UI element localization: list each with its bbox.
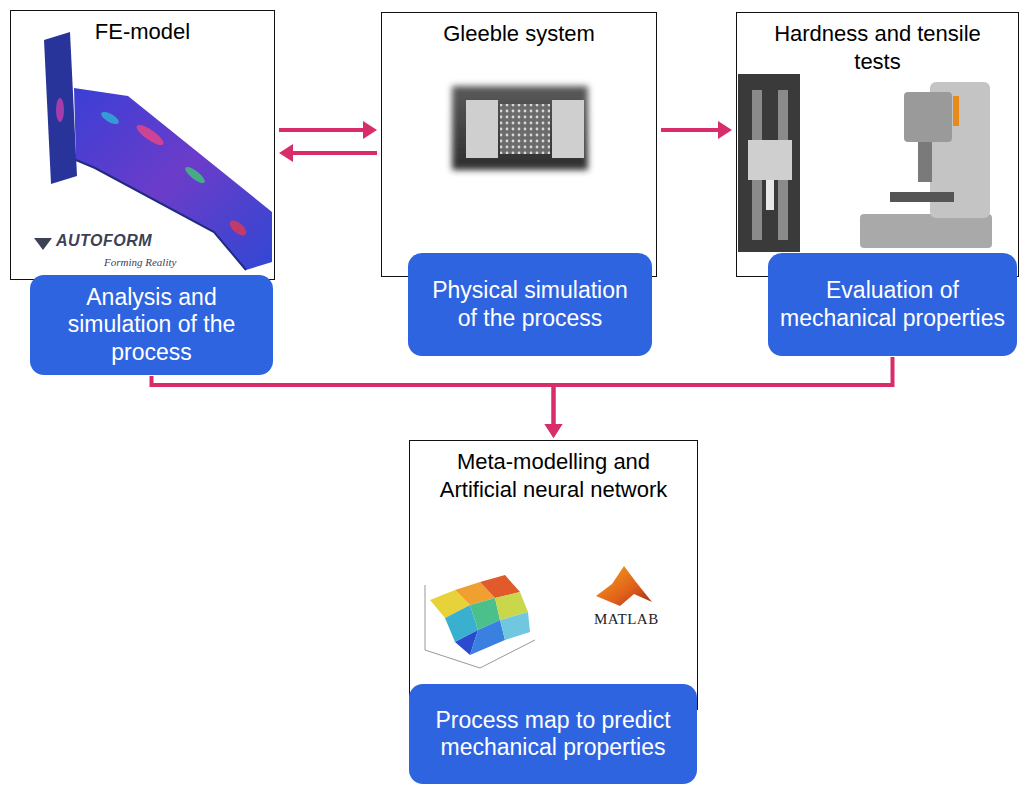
flow-line — [293, 151, 377, 155]
frame-title: Meta-modelling and Artificial neural net… — [410, 441, 697, 503]
arrow-head — [718, 121, 732, 139]
arrow-head — [279, 144, 293, 162]
step-label-text: Physical simulation of the process — [420, 277, 640, 331]
flow-line — [554, 357, 893, 424]
logo-text: AUTOFORM — [56, 232, 152, 249]
label-holder: Forming Reality — [104, 252, 176, 270]
autoform-logo-mark — [34, 238, 52, 250]
logo-tagline: Forming Reality — [104, 256, 176, 268]
frame-title: FE-model — [11, 11, 274, 46]
frame-title: Gleeble system — [382, 13, 656, 48]
gleeble-photo — [452, 86, 588, 170]
process-frame: Gleeble system — [381, 12, 657, 277]
process-frame: Meta-modelling and Artificial neural net… — [409, 440, 698, 710]
hardness-tester-photo — [860, 82, 992, 248]
flow-arrow — [545, 357, 893, 438]
fe-part-picture — [44, 32, 272, 270]
step-label-box: Process map to predict mechanical proper… — [409, 684, 697, 784]
matlab-logo — [596, 566, 652, 606]
step-label-box: Physical simulation of the process — [408, 253, 652, 356]
flow-line — [661, 128, 718, 132]
frame-title: Hardness and tensile tests — [737, 13, 1018, 75]
flow-arrow — [661, 121, 732, 139]
arrow-head — [363, 121, 377, 139]
step-label-text: Evaluation of mechanical properties — [780, 277, 1005, 331]
step-label-box: Evaluation of mechanical properties — [768, 253, 1017, 356]
label-holder: AUTOFORM — [56, 232, 152, 250]
surface-plot — [425, 575, 535, 668]
label-holder: MATLAB — [594, 610, 659, 628]
flow-arrow — [279, 121, 377, 139]
step-label-box: Analysis and simulation of the process — [30, 275, 273, 375]
flow-arrow — [152, 376, 563, 438]
logo-text: MATLAB — [594, 611, 659, 627]
step-label-text: Process map to predict mechanical proper… — [421, 707, 685, 761]
step-label-text: Analysis and simulation of the process — [42, 284, 261, 365]
process-frame: Hardness and tensile tests — [736, 12, 1019, 277]
arrow-head — [545, 424, 563, 438]
flow-line — [152, 376, 554, 424]
flow-arrow — [279, 144, 377, 162]
arrow-head — [545, 424, 563, 438]
flow-line — [279, 128, 363, 132]
tensile-machine-photo — [738, 74, 800, 252]
